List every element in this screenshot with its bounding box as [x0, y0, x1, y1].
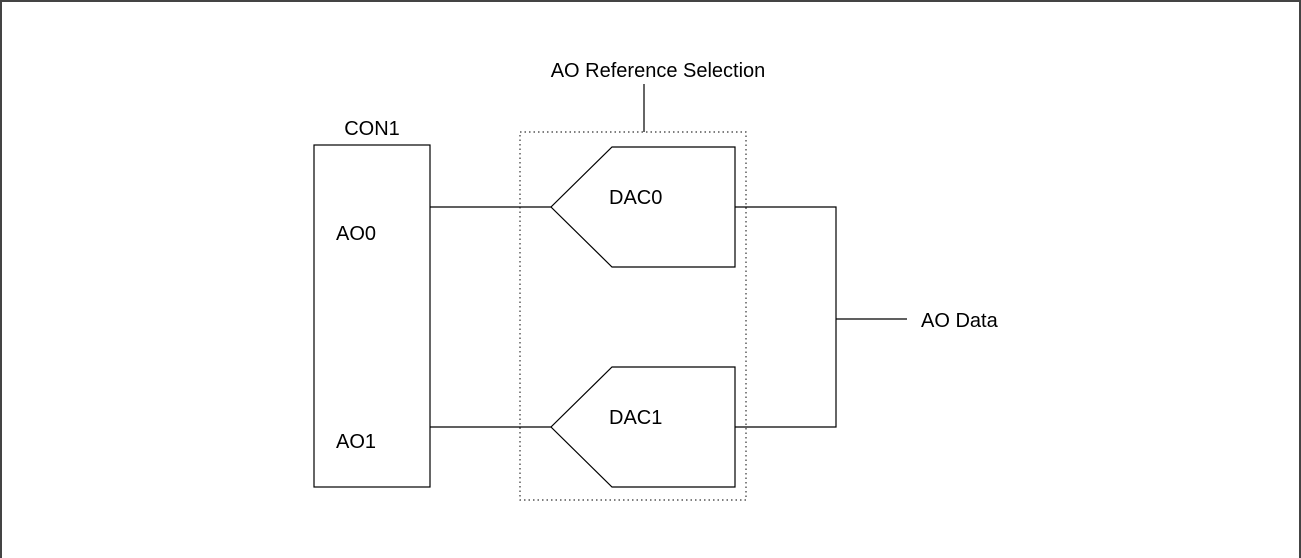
reference-selection-box — [519, 131, 747, 501]
dac1-label: DAC1 — [609, 407, 662, 429]
dac0-label: DAC0 — [609, 187, 662, 209]
pin-label-ao0: AO0 — [336, 223, 376, 245]
wire-dac-outputs-bus — [735, 206, 837, 428]
pin-label-ao1: AO1 — [336, 431, 376, 453]
diagram-title: AO Reference Selection — [551, 60, 766, 82]
connector-label: CON1 — [344, 118, 400, 140]
dac0-symbol — [550, 146, 736, 268]
dac1-symbol — [550, 366, 736, 488]
output-label: AO Data — [921, 310, 999, 332]
connector-block — [313, 144, 431, 488]
